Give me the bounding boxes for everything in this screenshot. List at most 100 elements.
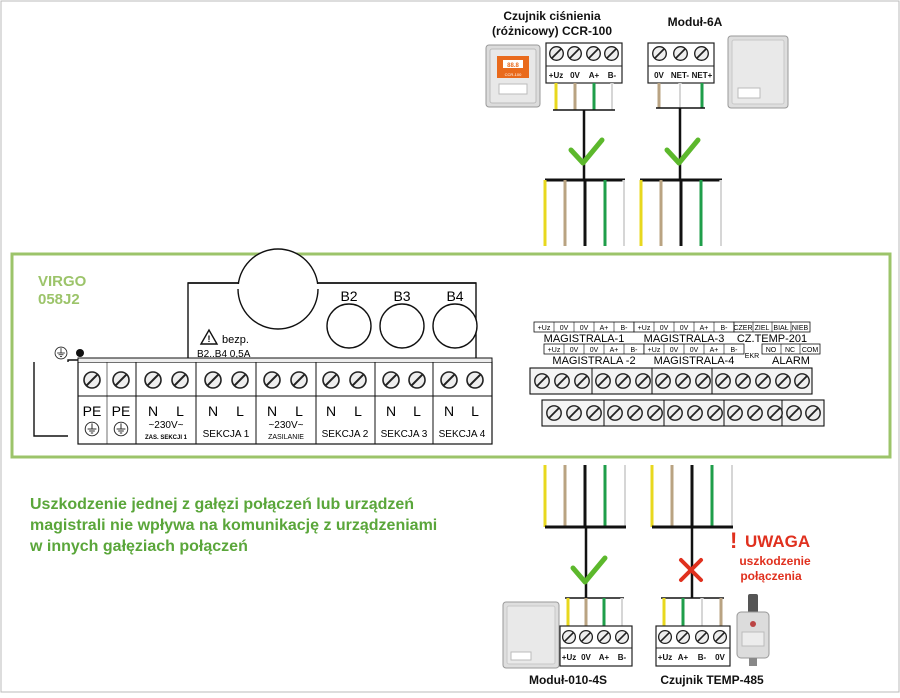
controller-brand: VIRGO [38,273,87,290]
terminal-n: N [267,403,277,419]
svg-text:!: ! [208,334,211,344]
voltage-label: ~230V~ [148,420,183,431]
note-line: magistrali nie wpływa na komunikację z u… [30,517,438,534]
zasilanie-label: ZASILANIE [268,434,304,441]
bus-pin: 0V [560,325,569,332]
ccr-pin: B- [608,71,617,80]
terminal-n: N [326,403,336,419]
terminal-l: L [176,403,184,419]
svg-text:CCR-100: CCR-100 [505,72,522,77]
voltage-label: ~230V~ [268,420,303,431]
alarm-pin: NO [766,347,777,354]
b3-button[interactable] [379,303,425,349]
bus-name: ALARM [772,355,810,367]
terminal-l: L [236,403,244,419]
b2-label: B2 [340,288,357,304]
terminal-l: L [471,403,479,419]
modul010-pin: 0V [581,653,591,662]
ccr-pin: +Uz [549,71,563,80]
bottom-bundle-2 [650,465,734,626]
modul6a-pin: 0V [654,71,664,80]
modul010-pin: A+ [599,653,610,662]
bus-pin: A+ [610,347,619,354]
bus-pin: 0V [570,347,579,354]
bus-pin: 0V [680,325,689,332]
ok-check-icon [570,555,608,585]
group-label: SEKCJA 3 [381,429,428,440]
bus-name: MAGISTRALA-4 [654,355,735,367]
fault-cross-icon [679,558,703,582]
info-note: Uszkodzenie jednej z gałęzi połączeń lub… [30,494,530,557]
modul010-terminal-block: +Uz 0V A+ B- [559,625,633,667]
ccr-terminal-block: +Uz 0V A+ B- [545,42,623,84]
ccr-pin: A+ [589,71,600,80]
bus-pin: 0V [690,347,699,354]
bottom-bundle-1 [543,465,627,626]
warning-triangle-icon [199,328,219,345]
cz-pin: CZER [733,325,752,332]
bus-pin: +Uz [548,347,561,354]
temp485-pin: B- [698,653,707,662]
modul6a-pin: NET- [671,71,690,80]
bus-pin: +Uz [648,347,661,354]
ok-check-icon [568,137,605,166]
modul6a-terminal-block: 0V NET- NET+ [647,42,715,84]
bus-pin: 0V [590,347,599,354]
terminal-n: N [444,403,454,419]
bus-label-area: +Uz 0V 0V A+ B- +Uz 0V 0V A+ B- CZER ZIE… [533,321,821,367]
cz-pin: NIEB [792,325,809,332]
terminal-n: N [386,403,396,419]
modul010-pin: +Uz [562,653,576,662]
bus-name: MAGISTRALA-1 [544,333,625,345]
bus-pin: A+ [710,347,719,354]
ccr-title-line2: (różnicowy) CCR-100 [492,24,612,38]
warning-mark: ! [730,528,737,553]
bus-name: MAGISTRALA-3 [644,333,725,345]
main-terminal-strip: PE PE N L N L N L N L N L N L ~230V~ ZAS… [77,357,493,445]
warning-line1: uszkodzenie [739,554,811,568]
terminal-pe: PE [112,403,131,419]
fuse-label: bezp. [222,334,249,346]
bus-pin: B- [631,347,639,354]
modul010-housing [502,601,560,669]
terminal-n: N [208,403,218,419]
temp485-housing [736,594,770,666]
terminal-l: L [295,403,303,419]
bus-pin: 0V [670,347,679,354]
temp485-title: Czujnik TEMP-485 [660,673,764,687]
cz-pin: ZIEL [755,325,770,332]
ccr-100-sensor: 88.8 CCR-100 [485,44,541,108]
terminal-n: N [148,403,158,419]
bus-pin: B- [721,325,729,332]
bus-pin: +Uz [538,325,551,332]
zas-sekcji-label: ZAS. SEKCJI 1 [145,435,188,441]
bus-pin: A+ [700,325,709,332]
modul6a-housing [727,35,789,109]
status-dot [76,349,84,357]
modul6a-wires [640,83,722,182]
temp485-terminal-block: +Uz A+ B- 0V [655,625,731,667]
bus-pin: +Uz [638,325,651,332]
b4-label: B4 [446,288,463,304]
bus-name: MAGISTRALA -2 [552,355,635,367]
temp485-pin: A+ [678,653,689,662]
b2-button[interactable] [326,303,372,349]
note-line: w innych gałęziach połączeń [30,538,248,555]
bus-pin: 0V [580,325,589,332]
button-group: B2 B3 B4 [326,288,478,349]
controller-model: 058J2 [38,291,80,308]
alarm-pin: COM [802,347,819,354]
terminal-pe: PE [83,403,102,419]
warning-line2: połączenia [740,569,802,583]
warning-title: UWAGA [745,532,810,551]
modul010-pin: B- [618,653,627,662]
b4-button[interactable] [432,303,478,349]
terminal-l: L [354,403,362,419]
group-label: SEKCJA 1 [203,429,250,440]
fuse-value: B2..B4 0,5A [197,349,251,360]
group-label: SEKCJA 4 [439,429,486,440]
group-label: SEKCJA 2 [322,429,369,440]
svg-text:88.8: 88.8 [507,63,519,69]
